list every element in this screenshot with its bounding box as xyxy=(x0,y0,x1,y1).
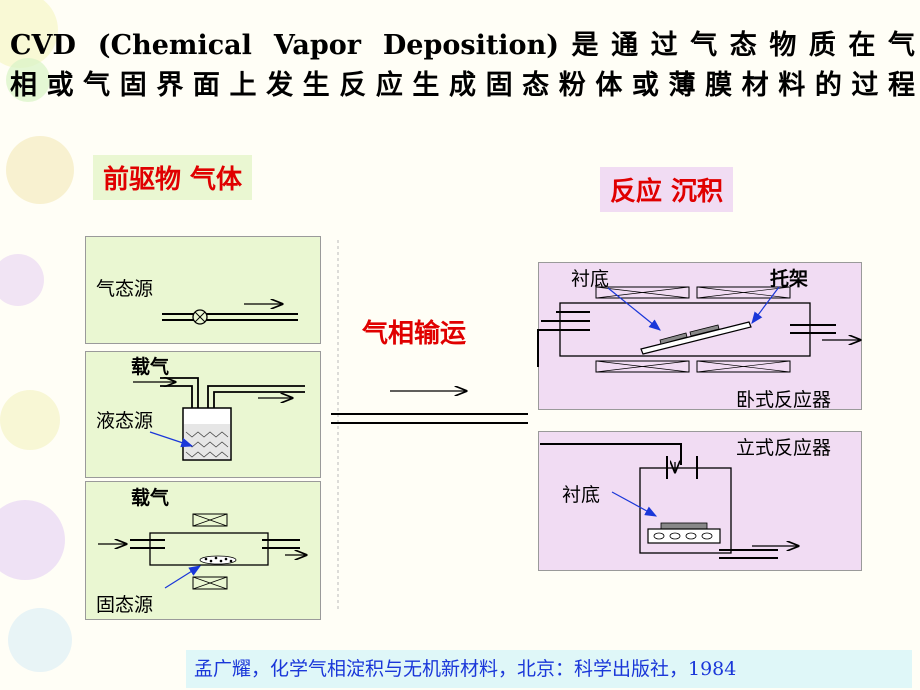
reference-citation: 孟广耀，化学气相淀积与无机新材料，北京：科学出版社，1984 xyxy=(186,650,912,688)
liquid-source-label: 液态源 xyxy=(96,410,154,432)
substrate-label-2: 衬底 xyxy=(562,484,601,506)
vertical-reactor-panel xyxy=(538,431,862,571)
title-line-1: CVD (Chemical Vapor Deposition)是通过气态物质在气 xyxy=(10,30,915,61)
page-title: CVD (Chemical Vapor Deposition)是通过气态物质在气… xyxy=(10,26,915,106)
precursor-label: 前驱物 气体 xyxy=(93,155,253,200)
liquid-beaker xyxy=(182,407,232,461)
heater-coil-top xyxy=(192,513,228,527)
tilted-holder xyxy=(640,321,752,355)
solid-source-label: 固态源 xyxy=(96,594,154,616)
holder-label: 托架 xyxy=(770,268,809,290)
heater-coil-bottom xyxy=(192,576,228,590)
gas-transport-label: 气相输运 xyxy=(362,319,467,349)
carrier-gas-label-2: 载气 xyxy=(131,487,170,509)
solid-powder xyxy=(199,555,237,565)
substrate-label-1: 衬底 xyxy=(571,268,610,290)
solid-source-panel xyxy=(85,481,321,620)
heater-row-top xyxy=(595,286,791,299)
title-line-2: 相或气固界面上发生反应生成固态粉体或薄膜材料的过程 xyxy=(10,70,915,101)
heated-stage xyxy=(647,522,721,544)
vertical-reactor-label: 立式反应器 xyxy=(736,437,832,459)
valve-icon xyxy=(192,309,208,325)
carrier-gas-label-1: 载气 xyxy=(131,356,170,378)
gas-source-panel xyxy=(85,236,321,344)
decorative-bubbles xyxy=(0,0,74,672)
heater-row-bottom xyxy=(595,360,791,373)
reaction-label: 反应 沉积 xyxy=(600,167,734,212)
horizontal-reactor-label: 卧式反应器 xyxy=(736,389,832,411)
gas-source-label: 气态源 xyxy=(96,278,154,300)
